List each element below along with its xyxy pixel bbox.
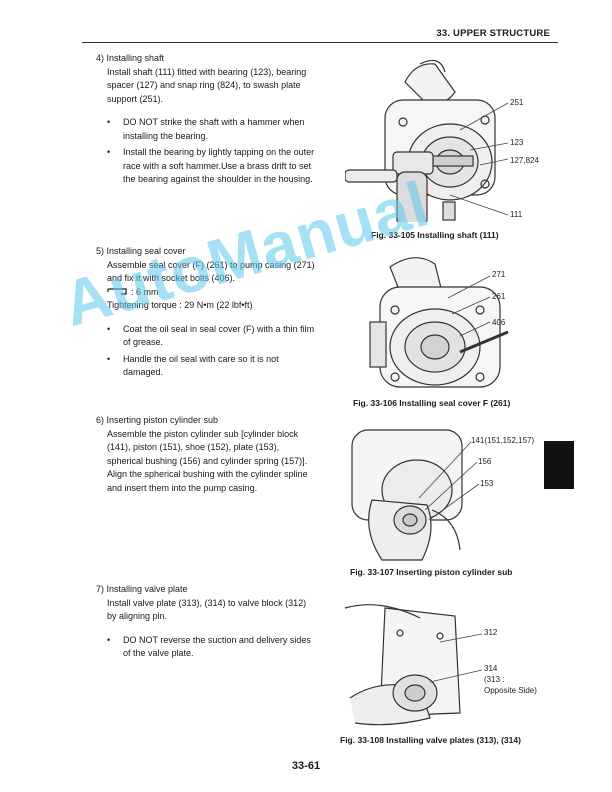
callout-156: 156 <box>478 457 492 466</box>
figure-inserting-piston-cylinder <box>342 420 472 565</box>
section-header: 33. UPPER STRUCTURE <box>436 28 550 39</box>
step-body: Install valve plate (313), (314) to valv… <box>107 597 307 622</box>
callout-314: 314 <box>484 664 498 673</box>
callout-123: 123 <box>510 138 524 147</box>
bullet-icon: • <box>107 634 111 645</box>
bullet-icon: • <box>107 323 111 334</box>
bullet-item: •Install the bearing by lightly tapping … <box>107 147 315 184</box>
figure-caption: Fig. 33-107 Inserting piston cylinder su… <box>350 567 513 577</box>
seal-cover-illustration <box>369 257 509 388</box>
bullet-list: •DO NOT reverse the suction and delivery… <box>96 634 316 661</box>
callout-312: 312 <box>484 628 498 637</box>
step-body: Install shaft (111) fitted with bearing … <box>107 66 307 104</box>
callout-251: 251 <box>510 98 524 107</box>
step-heading: 6) Inserting piston cylinder sub <box>96 415 219 425</box>
callout-leaders-fig107 <box>418 441 480 521</box>
bullet-list: •DO NOT strike the shaft with a hammer w… <box>96 116 316 187</box>
tool-size: : 6 mm <box>131 286 159 297</box>
figure-installing-valve-plate <box>340 588 480 728</box>
tool-size-row: : 6 mm <box>107 286 316 300</box>
figure-installing-seal-cover <box>360 252 510 397</box>
callout-leaders-fig106 <box>447 275 491 337</box>
step-body: Assemble the piston cylinder sub [cylind… <box>107 428 308 466</box>
section-inserting-piston-cylinder: 6) Inserting piston cylinder sub Assembl… <box>96 414 316 495</box>
callout-271: 271 <box>492 270 506 279</box>
step-heading: 5) Installing seal cover <box>96 246 186 256</box>
section-installing-valve-plate: 7) Installing valve plate Install valve … <box>96 583 316 664</box>
callout-141: 141(151,152,157) <box>471 436 535 445</box>
shaft-illustration <box>345 59 496 222</box>
figure-caption: Fig. 33-105 Installing shaft (111) <box>371 230 499 240</box>
valve-plate-illustration <box>344 604 461 726</box>
callout-127-824: 127,824 <box>510 156 539 165</box>
callout-313: (313 : <box>484 675 505 684</box>
callout-111: 111 <box>510 210 523 219</box>
callout-opposite-side: Opposite Side) <box>484 686 537 695</box>
bullet-item: •DO NOT strike the shaft with a hammer w… <box>107 117 305 141</box>
callout-leaders-fig108 <box>429 633 483 683</box>
piston-cylinder-illustration <box>351 429 463 561</box>
bullet-item: •Coat the oil seal in seal cover (F) wit… <box>107 323 315 348</box>
page-number: 33-61 <box>291 760 321 772</box>
bullet-icon: • <box>107 147 111 157</box>
chapter-tab <box>544 441 574 489</box>
bullet-item: •DO NOT reverse the suction and delivery… <box>107 634 311 659</box>
callout-261: 261 <box>492 292 506 301</box>
step-heading: 7) Installing valve plate <box>96 584 188 594</box>
section-installing-seal-cover: 5) Installing seal cover Assemble seal c… <box>96 245 316 383</box>
bullet-icon: • <box>107 117 111 127</box>
step-heading: 4) Installing shaft <box>96 53 165 63</box>
step-body-continued: Align the spherical bushing with the cyl… <box>107 469 308 493</box>
callout-406: 406 <box>492 318 506 327</box>
callout-leaders-fig105 <box>449 102 509 216</box>
step-body: Assemble seal cover (F) (261) to pump ca… <box>107 259 315 284</box>
hex-wrench-icon <box>107 287 129 297</box>
figure-caption: Fig. 33-106 Installing seal cover F (261… <box>353 398 511 408</box>
section-installing-shaft: 4) Installing shaft Install shaft (111) … <box>96 52 316 190</box>
figure-caption: Fig. 33-108 Installing valve plates (313… <box>340 735 521 745</box>
bullet-icon: • <box>107 353 111 364</box>
callout-153: 153 <box>480 479 494 488</box>
tightening-torque: Tightening torque : 29 N•m (22 lbf•ft) <box>107 300 253 310</box>
header-rule <box>82 42 558 43</box>
bullet-list: •Coat the oil seal in seal cover (F) wit… <box>96 323 316 380</box>
figure-installing-shaft <box>345 52 515 222</box>
bullet-item: •Handle the oil seal with care so it is … <box>107 353 279 378</box>
